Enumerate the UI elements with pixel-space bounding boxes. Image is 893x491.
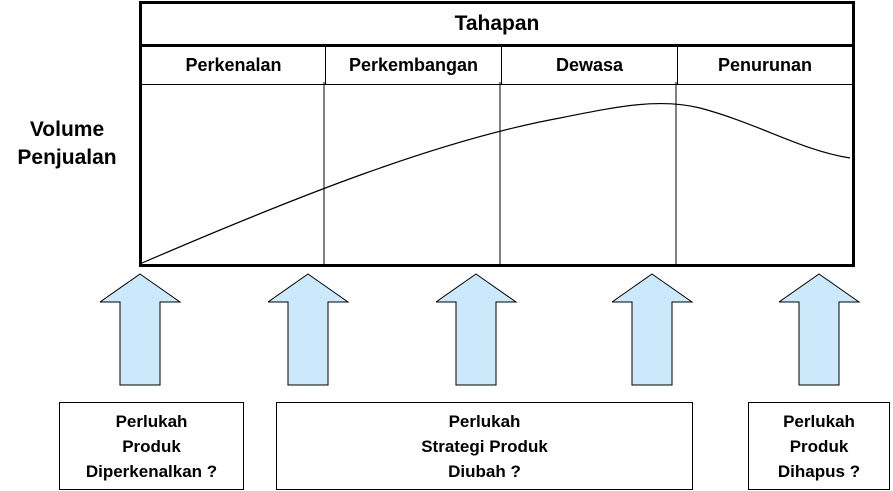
stage-maturity: Dewasa [502,47,678,84]
question-box-introduce: Perlukah Produk Diperkenalkan ? [59,402,244,490]
question-box-change-strategy: Perlukah Strategi Produk Diubah ? [276,402,693,490]
up-arrow-icon [268,273,350,386]
stage-header-row: Perkenalan Perkembangan Dewasa Penurunan [139,44,855,85]
y-axis-label-line-2: Penjualan [17,146,117,169]
stage-decline: Penurunan [717,55,812,75]
stage-growth: Perkembangan [326,47,502,84]
box-line: Perlukah [115,411,188,431]
stage-introduction: Perkenalan [142,47,326,84]
box-line: Diperkenalkan ? [85,461,218,481]
question-box-remove: Perlukah Produk Dihapus ? [748,402,890,490]
box-line: Produk [789,436,849,456]
up-arrow-icon [436,273,518,386]
box-line: Diubah ? [448,461,521,481]
y-axis-label-line-1: Volume [29,118,105,141]
box-line: Perlukah [448,411,521,431]
y-axis-label: Volume Penjualan [4,116,130,172]
box-line: Perlukah [783,411,855,431]
up-arrow-icon [612,273,694,386]
sales-volume-curve [141,102,851,264]
plot-area [139,81,855,267]
box-line: Dihapus ? [777,461,861,481]
up-arrow-icon [779,273,861,386]
box-line: Strategi Produk [421,436,548,456]
box-line: Produk [122,436,181,456]
up-arrow-icon [100,273,182,386]
stages-title: Tahapan [139,1,855,44]
